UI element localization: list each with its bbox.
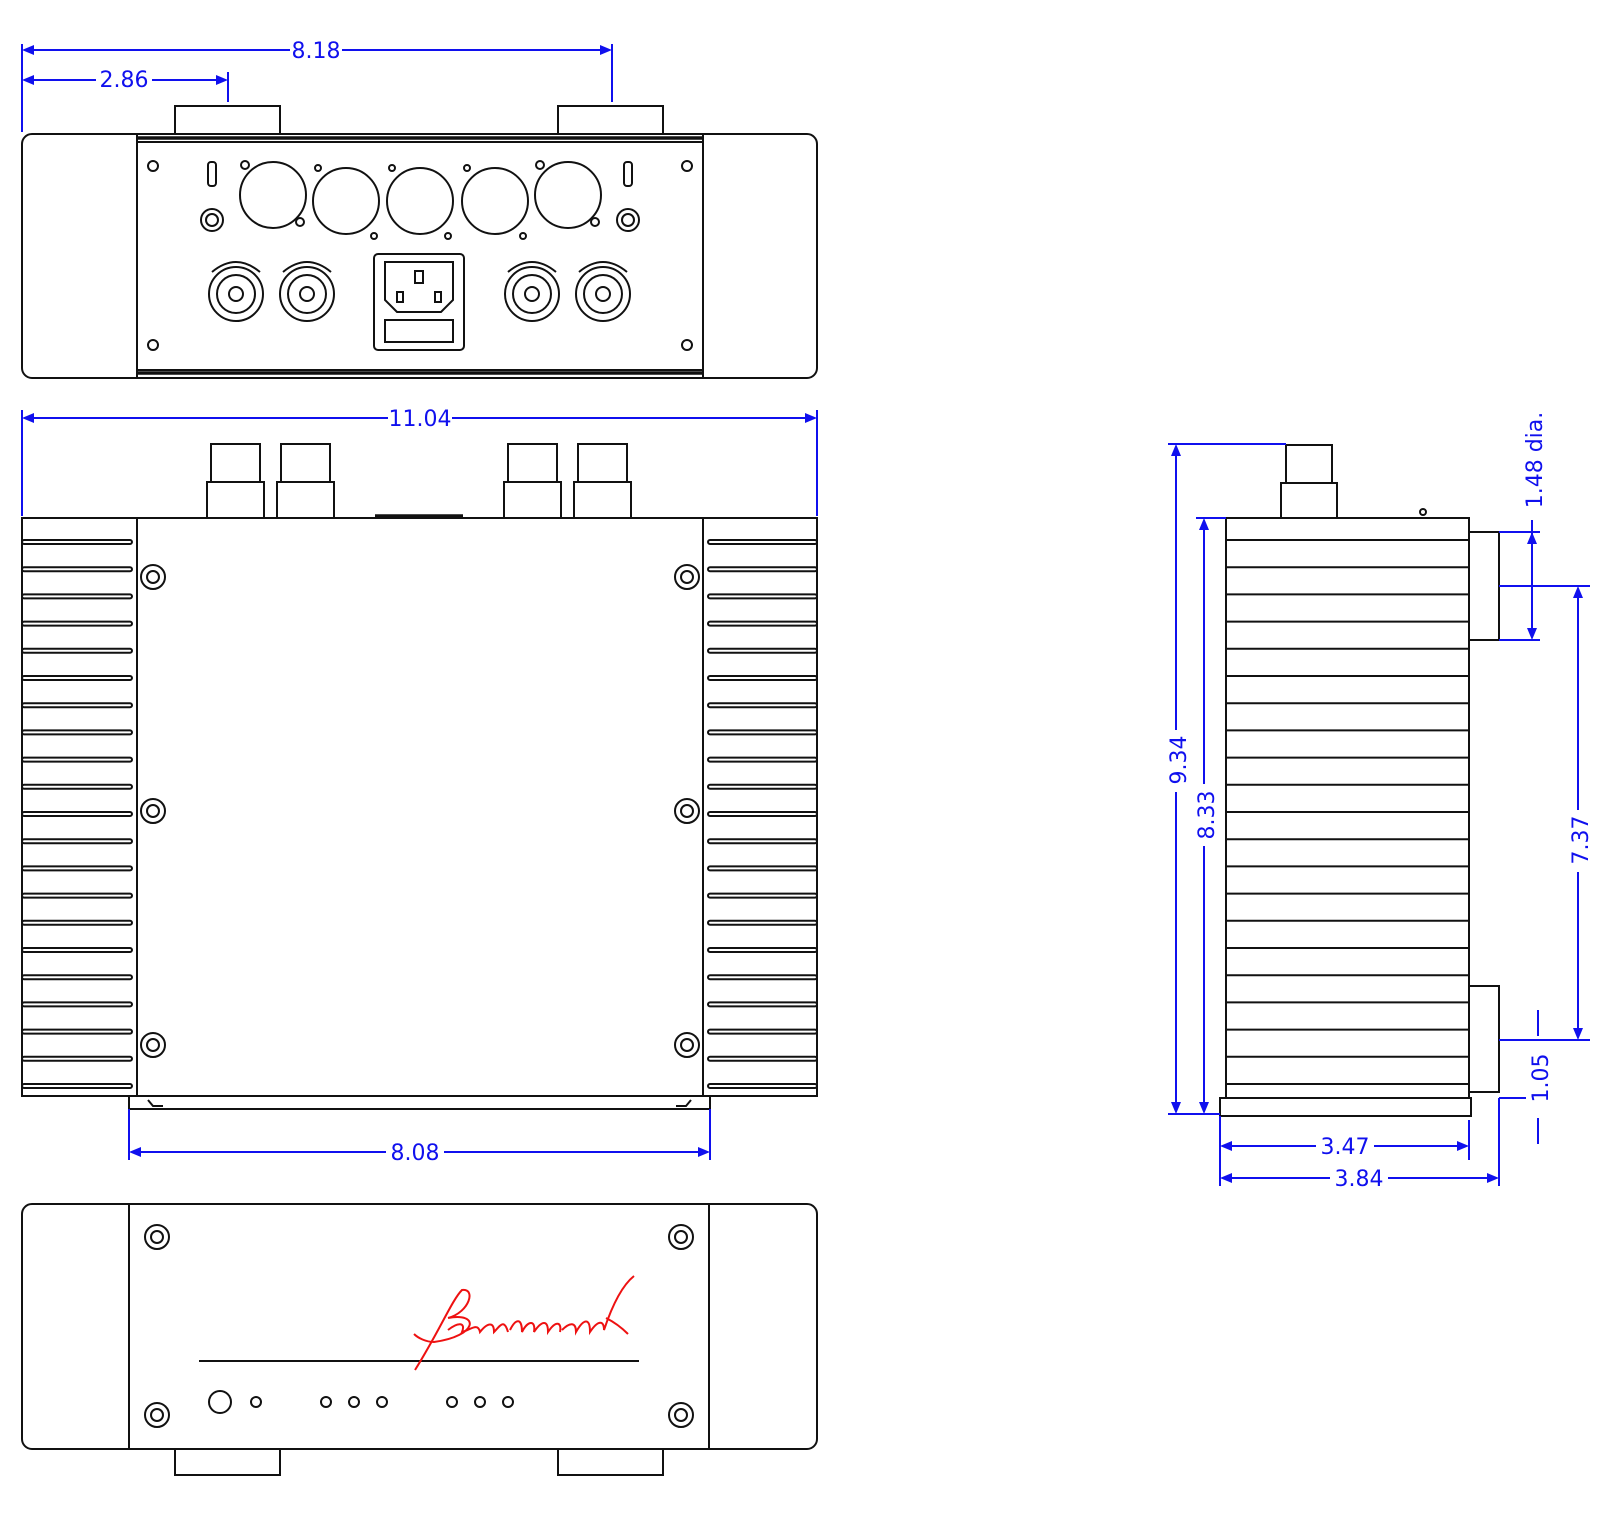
front-view — [21, 1203, 818, 1476]
dim-2-86: 2.86 — [100, 68, 149, 93]
heatsink-fin — [21, 947, 133, 953]
toggle-switch-right — [623, 161, 633, 187]
heatsink-fin — [707, 566, 818, 573]
heatsink-fin — [707, 620, 818, 627]
front-foot-left — [174, 1448, 281, 1476]
side-front-foot — [1468, 985, 1500, 1093]
dim-7-37: 7.37 — [1569, 816, 1594, 865]
heatsink-fin — [707, 675, 818, 681]
heatsink-fin — [21, 729, 133, 736]
heatsink-fin — [707, 593, 818, 600]
heatsink-fin — [707, 539, 818, 545]
heatsink-right — [702, 517, 818, 1097]
side-rear-connector — [1468, 531, 1500, 641]
heatsink-fin — [707, 1055, 818, 1062]
dim-1-48-dia: 1.48 dia. — [1523, 412, 1548, 509]
heatsink-fin — [707, 865, 818, 872]
side-view — [1219, 444, 1500, 1117]
heatsink-fin — [707, 838, 818, 845]
heatsink-fin — [21, 756, 133, 763]
front-panel — [128, 1203, 710, 1450]
rear-foot-right — [557, 105, 664, 135]
front-foot-right — [557, 1448, 664, 1476]
rear-foot-left — [174, 105, 281, 135]
top-cover-screws — [140, 564, 700, 1058]
dim-8-08: 8.08 — [391, 1141, 440, 1166]
heatsink-fin — [21, 974, 133, 981]
heatsink-fin — [707, 1083, 818, 1089]
toggle-switch-left — [207, 161, 217, 187]
heatsink-fin — [707, 729, 818, 736]
heatsink-fin — [707, 783, 818, 790]
heatsink-fin — [21, 919, 133, 926]
heatsink-fin — [21, 783, 133, 790]
heatsink-fin — [707, 647, 818, 654]
iec-power-inlet — [373, 253, 465, 351]
heatsink-fin — [707, 756, 818, 763]
heatsink-fin — [707, 919, 818, 926]
front-chassis — [21, 1203, 818, 1450]
heatsink-fin — [21, 593, 133, 600]
heatsink-fin — [707, 892, 818, 899]
heatsink-fin — [21, 647, 133, 654]
heatsink-fin — [21, 1001, 133, 1008]
heatsink-fin — [21, 811, 133, 817]
heatsink-fin — [707, 702, 818, 709]
benchmark-logo — [413, 1275, 635, 1371]
dimension-lines: 8.18 2.86 11.04 8.08 9.34 8.33 — [21, 38, 1594, 1192]
heatsink-fin — [21, 566, 133, 573]
heatsink-fin — [707, 974, 818, 981]
heatsink-fin — [21, 865, 133, 872]
dim-8-33: 8.33 — [1195, 791, 1220, 840]
rear-view — [21, 105, 818, 379]
heatsink-fin — [21, 838, 133, 845]
dim-8-18: 8.18 — [292, 39, 341, 64]
top-cover — [136, 517, 704, 1097]
rear-panel — [136, 141, 704, 371]
dim-9-34: 9.34 — [1167, 736, 1192, 785]
binding-post-row — [208, 261, 631, 322]
xlr-connector-row — [239, 160, 602, 240]
top-view — [21, 443, 818, 1110]
heatsink-fin — [707, 947, 818, 953]
heatsink-fin — [21, 539, 133, 545]
heatsink-left — [21, 517, 138, 1097]
dim-3-47: 3.47 — [1321, 1135, 1370, 1160]
dim-1-05: 1.05 — [1529, 1054, 1554, 1103]
heatsink-fin — [21, 620, 133, 627]
heatsink-fin — [707, 1001, 818, 1008]
heatsink-fin — [21, 892, 133, 899]
side-heatsink — [1225, 517, 1470, 1099]
front-controls — [208, 1390, 514, 1414]
heatsink-fin — [21, 1055, 133, 1062]
heatsink-fin — [21, 702, 133, 709]
heatsink-fin — [707, 811, 818, 817]
dim-11-04: 11.04 — [389, 407, 452, 432]
heatsink-fin — [21, 1028, 133, 1035]
heatsink-fin — [707, 1028, 818, 1035]
heatsink-fin — [21, 675, 133, 681]
heatsink-fin — [21, 1083, 133, 1089]
dim-3-84: 3.84 — [1335, 1167, 1384, 1192]
